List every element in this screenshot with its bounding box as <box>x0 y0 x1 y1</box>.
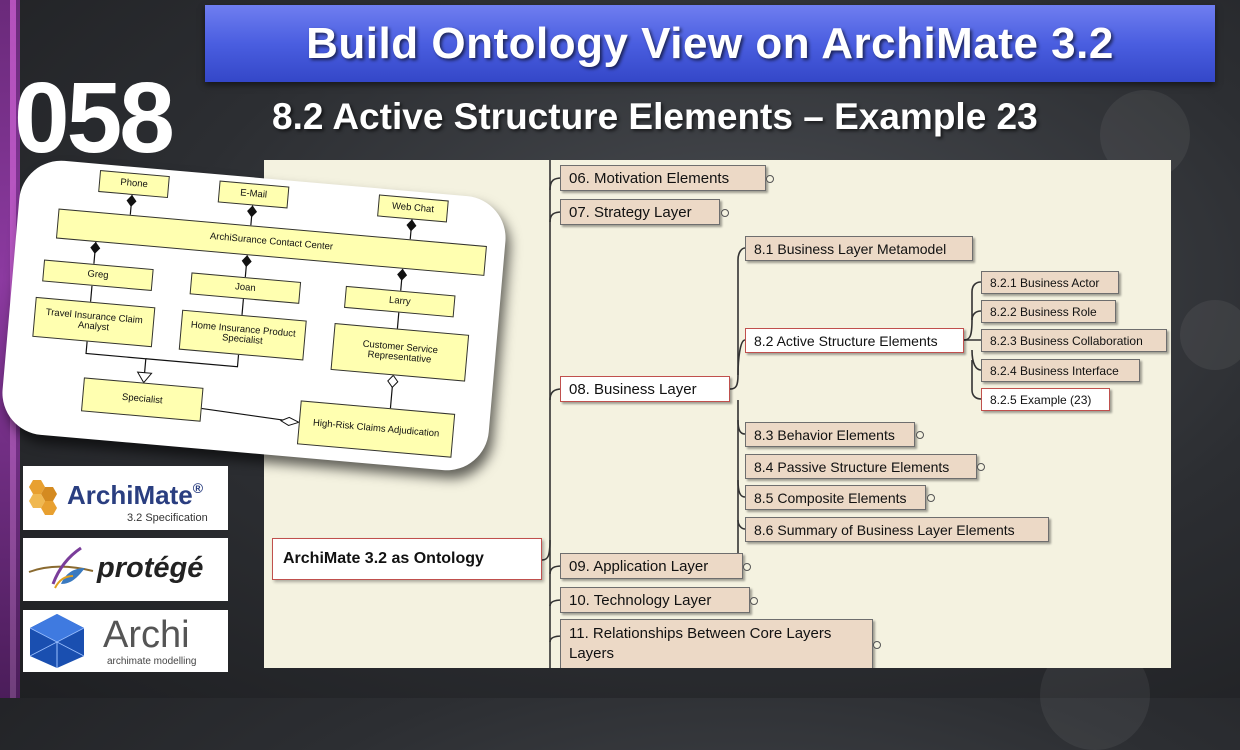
collapse-handle[interactable] <box>916 431 924 439</box>
mindmap-node-technology[interactable]: 10. Technology Layer <box>560 587 750 613</box>
node-label: 8.2.4 Business Interface <box>990 363 1119 378</box>
collapse-handle[interactable] <box>766 175 774 183</box>
node-label: 8.5 Composite Elements <box>754 489 907 506</box>
mindmap-node-8-2[interactable]: 8.2 Active Structure Elements <box>745 328 964 353</box>
collapse-handle[interactable] <box>977 463 985 471</box>
hexagon-icon <box>41 487 57 501</box>
mindmap-node-application[interactable]: 09. Application Layer <box>560 553 743 579</box>
node-label: 8.2.2 Business Role <box>990 304 1097 319</box>
mindmap-node-8-2-1[interactable]: 8.2.1 Business Actor <box>981 271 1119 294</box>
archimate-logo: ArchiMate® 3.2 Specification <box>23 466 228 530</box>
mindmap-node-8-6[interactable]: 8.6 Summary of Business Layer Elements <box>745 517 1049 542</box>
collapse-handle[interactable] <box>873 641 881 649</box>
archi-wordmark: Archi <box>103 614 190 656</box>
node-label: 8.4 Passive Structure Elements <box>754 458 950 475</box>
mindmap-node-strategy[interactable]: 07. Strategy Layer <box>560 199 720 225</box>
mindmap-root-node[interactable]: ArchiMate 3.2 as Ontology <box>272 538 542 580</box>
node-label: 09. Application Layer <box>569 557 709 575</box>
mindmap-node-8-5[interactable]: 8.5 Composite Elements <box>745 485 926 510</box>
node-label: 10. Technology Layer <box>569 591 712 609</box>
background-bokeh <box>1180 300 1240 370</box>
node-label: 8.2.3 Business Collaboration <box>990 333 1143 348</box>
mindmap-node-business-layer[interactable]: 08. Business Layer <box>560 376 730 402</box>
mindmap-node-motivation[interactable]: 06. Motivation Elements <box>560 165 766 191</box>
node-label: 11. Relationships Between Core Layers <box>569 624 832 642</box>
episode-number: 058 <box>14 62 175 174</box>
page-subtitle: 8.2 Active Structure Elements – Example … <box>272 96 1038 137</box>
archimate-spec: 3.2 Specification <box>127 512 208 524</box>
diagram-connectors <box>85 194 417 426</box>
hexagon-icon <box>29 494 45 508</box>
mindmap-node-8-4[interactable]: 8.4 Passive Structure Elements <box>745 454 977 479</box>
node-label: 06. Motivation Elements <box>569 169 730 187</box>
node-label: 8.1 Business Layer Metamodel <box>754 240 947 257</box>
collapse-handle[interactable] <box>927 494 935 502</box>
archi-tagline: archimate modelling <box>107 656 197 667</box>
node-label: 07. Strategy Layer <box>569 203 692 221</box>
protege-swirl-icon <box>28 546 94 589</box>
collapse-handle[interactable] <box>750 597 758 605</box>
node-label: 8.2 Active Structure Elements <box>754 332 938 349</box>
archimate-name: ArchiMate <box>67 480 193 510</box>
hexagon-icon <box>41 501 57 515</box>
archimate-example-diagram: Phone E-Mail Web Chat ArchiSurance Conta… <box>0 157 510 474</box>
collapse-handle[interactable] <box>721 209 729 217</box>
mindmap-node-8-2-4[interactable]: 8.2.4 Business Interface <box>981 359 1140 382</box>
node-label: 8.6 Summary of Business Layer Elements <box>754 521 1015 538</box>
collapse-handle[interactable] <box>743 563 751 571</box>
protege-wordmark: protégé <box>97 552 204 584</box>
root-label: ArchiMate 3.2 as Ontology <box>283 550 484 567</box>
mindmap-node-8-1[interactable]: 8.1 Business Layer Metamodel <box>745 236 973 261</box>
mindmap-node-8-2-3[interactable]: 8.2.3 Business Collaboration <box>981 329 1167 352</box>
node-label-line2: Layers <box>569 645 615 662</box>
archi-cube-icon <box>29 614 85 668</box>
mindmap-node-8-2-5[interactable]: 8.2.5 Example (23) <box>981 388 1110 411</box>
node-label: 8.3 Behavior Elements <box>754 426 895 443</box>
mindmap-node-8-2-2[interactable]: 8.2.2 Business Role <box>981 300 1116 323</box>
hexagon-icon <box>29 480 45 494</box>
registered-mark: ® <box>192 480 204 496</box>
protege-logo: protégé <box>23 538 228 601</box>
node-label: 08. Business Layer <box>569 380 697 398</box>
page-title: Build Ontology View on ArchiMate 3.2 <box>306 18 1114 68</box>
title-banner: Build Ontology View on ArchiMate 3.2 <box>205 5 1215 82</box>
mindmap-node-8-3[interactable]: 8.3 Behavior Elements <box>745 422 915 447</box>
mindmap-node-relationships[interactable]: 11. Relationships Between Core Layers La… <box>560 619 873 668</box>
archimate-wordmark: ArchiMate® <box>67 480 203 511</box>
node-label: 8.2.1 Business Actor <box>990 275 1100 290</box>
mindmap-connectors <box>541 160 982 668</box>
archi-logo: Archi archimate modelling <box>23 610 228 672</box>
node-label: 8.2.5 Example (23) <box>990 392 1092 407</box>
